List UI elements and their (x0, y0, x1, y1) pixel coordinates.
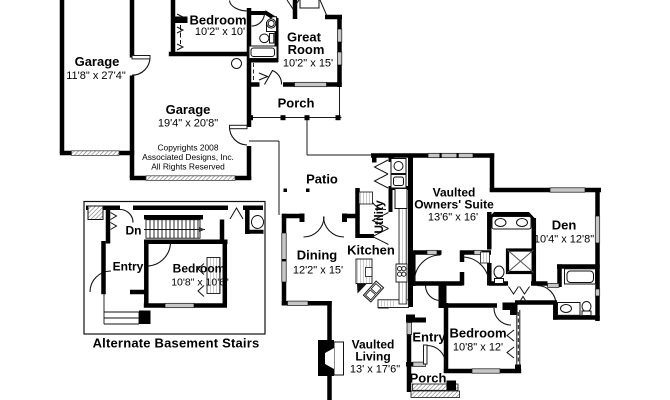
svg-text:Garage: Garage (75, 54, 120, 69)
svg-text:Owners' Suite: Owners' Suite (414, 198, 494, 212)
svg-text:Bedroom: Bedroom (173, 262, 226, 276)
svg-text:Kitchen: Kitchen (347, 243, 395, 258)
svg-text:19'4" x 20'8": 19'4" x 20'8" (158, 118, 218, 130)
svg-text:10'8" x 12': 10'8" x 12' (453, 342, 503, 354)
svg-text:Great: Great (287, 30, 322, 45)
svg-text:Dining: Dining (297, 248, 337, 263)
svg-text:10'8" x 10'6": 10'8" x 10'6" (171, 277, 229, 289)
svg-text:Copyrights 2008: Copyrights 2008 (158, 143, 219, 153)
svg-text:12'2" x 15': 12'2" x 15' (293, 265, 343, 277)
svg-text:Room: Room (288, 42, 325, 57)
svg-text:10'2" x 15': 10'2" x 15' (283, 58, 333, 70)
svg-text:Porch: Porch (410, 371, 447, 386)
svg-text:Den: Den (552, 218, 577, 233)
svg-text:10'4" x 12'8": 10'4" x 12'8" (534, 234, 594, 246)
svg-text:Patio: Patio (306, 172, 338, 187)
svg-text:Associated Designs, Inc.: Associated Designs, Inc. (142, 152, 234, 162)
svg-text:All Rights Reserved: All Rights Reserved (151, 162, 225, 172)
svg-text:Alternate Basement Stairs: Alternate Basement Stairs (93, 336, 260, 351)
svg-text:Living: Living (355, 350, 390, 364)
svg-text:Utility: Utility (372, 200, 386, 234)
svg-text:11'8" x 27'4": 11'8" x 27'4" (66, 70, 126, 82)
svg-text:Vaulted: Vaulted (352, 338, 395, 352)
svg-text:13'6" x 16': 13'6" x 16' (428, 212, 478, 224)
svg-text:Garage: Garage (166, 102, 211, 117)
svg-text:13' x 17'6": 13' x 17'6" (350, 364, 400, 376)
svg-text:Bedroom: Bedroom (449, 326, 506, 341)
svg-text:10'2" x 10': 10'2" x 10' (195, 26, 245, 38)
svg-text:Bedroom: Bedroom (189, 13, 246, 28)
svg-text:Entry: Entry (412, 330, 446, 345)
svg-text:Dn: Dn (126, 224, 142, 238)
svg-text:Entry: Entry (113, 260, 144, 274)
svg-text:Vaulted: Vaulted (433, 186, 476, 200)
svg-text:Porch: Porch (278, 96, 315, 111)
